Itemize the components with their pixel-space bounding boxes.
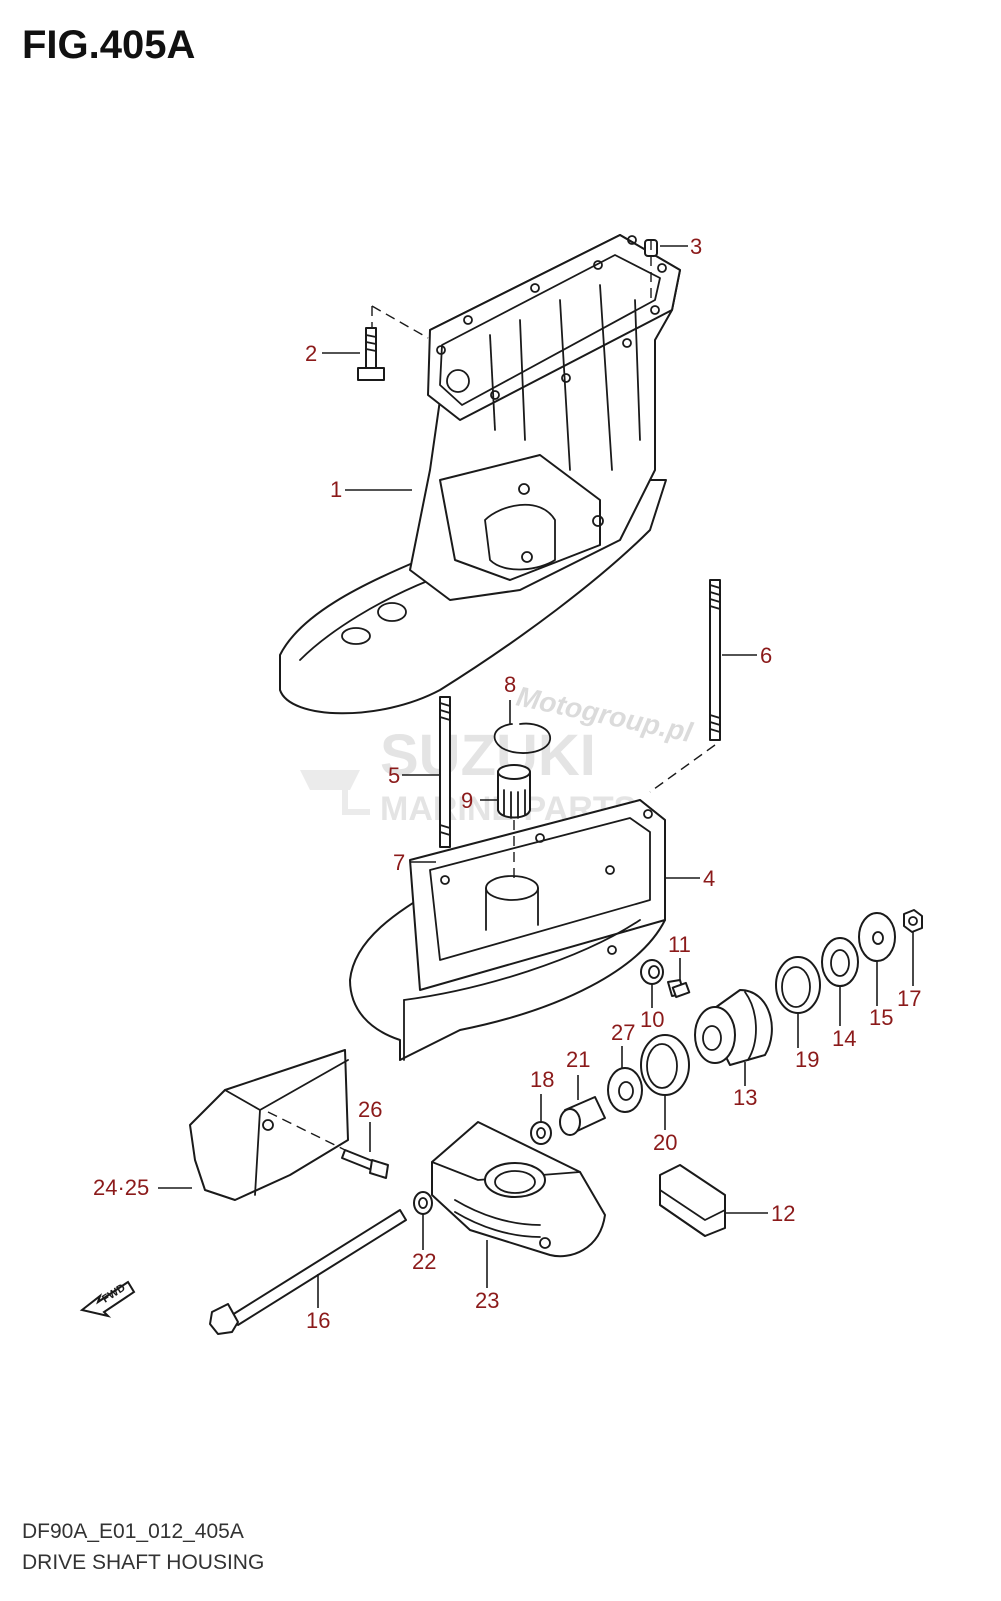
figure-caption: DRIVE SHAFT HOUSING [22, 1551, 264, 1574]
figure-title: FIG.405A [22, 23, 195, 67]
part-20-ring [640, 1034, 690, 1096]
part-16-bolt [209, 1209, 407, 1335]
part-15-washer [858, 912, 896, 962]
callout-9: 9 [461, 788, 473, 813]
part-14-washer [821, 937, 859, 987]
callout-27: 27 [611, 1020, 635, 1045]
part-19-ring [775, 956, 821, 1014]
part-2-bolt [357, 327, 385, 381]
callouts: 1 2 3 4 5 6 7 8 9 10 11 12 13 14 15 16 1… [93, 234, 921, 1333]
callout-11: 11 [668, 932, 691, 957]
part-6-stud [709, 579, 721, 741]
part-22-washer [413, 1191, 433, 1215]
callout-23: 23 [475, 1288, 499, 1313]
part-13-mount [694, 989, 773, 1066]
callout-1: 1 [330, 477, 342, 502]
watermark-boat-icon [300, 770, 360, 790]
callout-15: 15 [869, 1005, 893, 1030]
callout-5: 5 [388, 763, 400, 788]
part-23-bracket [431, 1121, 606, 1258]
part-24-25-cover [189, 1049, 349, 1201]
part-5-stud [439, 696, 451, 848]
callout-14: 14 [832, 1026, 856, 1051]
callout-7: 7 [393, 850, 405, 875]
part-12-pad [659, 1164, 726, 1237]
fwd-arrow-icon: FWD [79, 1280, 136, 1318]
part-27-collar [607, 1067, 643, 1113]
callout-8: 8 [504, 672, 516, 697]
callout-16: 16 [306, 1308, 330, 1333]
leader-lines [158, 245, 914, 1308]
callout-21: 21 [566, 1047, 590, 1072]
callout-24-25: 24·25 [93, 1175, 149, 1200]
watermark-brand: SUZUKI [380, 723, 596, 788]
callout-20: 20 [653, 1130, 677, 1155]
callout-17: 17 [897, 986, 921, 1011]
callout-13: 13 [733, 1085, 757, 1110]
callout-2: 2 [305, 341, 317, 366]
assembly-lines [267, 240, 716, 1151]
figure-code: DF90A_E01_012_405A [22, 1520, 244, 1543]
part-8-circlip [493, 722, 551, 754]
callout-3: 3 [690, 234, 702, 259]
callout-22: 22 [412, 1249, 436, 1274]
part-17-nut [903, 909, 923, 933]
callout-12: 12 [771, 1201, 795, 1226]
callout-18: 18 [530, 1067, 554, 1092]
callout-4: 4 [703, 866, 715, 891]
watermark-motor-icon [342, 790, 370, 815]
callout-10: 10 [640, 1007, 664, 1032]
part-9-bushing [497, 764, 531, 819]
part-1-upper-housing [279, 234, 681, 715]
callout-6: 6 [760, 643, 772, 668]
part-11-bolt [667, 979, 691, 999]
part-21-sleeve [559, 1096, 606, 1136]
callout-26: 26 [358, 1097, 382, 1122]
callout-19: 19 [795, 1047, 819, 1072]
part-18-washer [530, 1121, 552, 1145]
part-26-bolt [341, 1149, 389, 1179]
part-10-collar [640, 959, 664, 985]
part-4-lower-housing [349, 799, 666, 1061]
